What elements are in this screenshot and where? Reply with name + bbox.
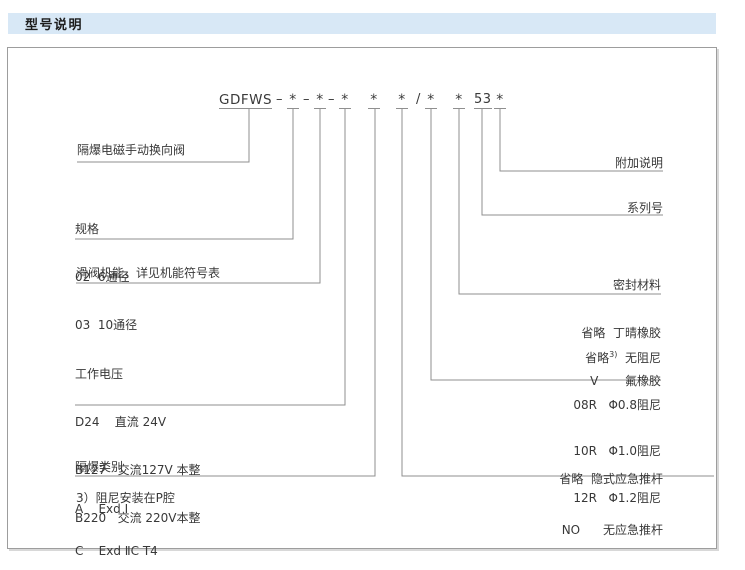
- label-series-no: 系列号: [626, 201, 663, 215]
- label-seal-item-1: 省略 丁晴橡胶: [581, 326, 661, 340]
- code-series-number: 53: [474, 92, 492, 109]
- label-damping-footnote-ref: 3): [609, 350, 618, 359]
- label-rod-block: 省略 隐式应急推杆 NO 无应急推杆: [559, 437, 663, 570]
- label-spec-item-2: 03 10通径: [75, 318, 138, 332]
- label-damping-block: 省略3) 无阻尼 08R Φ0.8阻尼 10R Φ1.0阻尼 12R Φ1.2阻…: [573, 316, 661, 537]
- label-exproof-item-2: C Exd ⅡC T4: [75, 544, 158, 558]
- label-seal-title: 密封材料: [612, 278, 661, 292]
- label-damping-title: 省略3) 无阻尼: [573, 347, 661, 367]
- label-voltage-item-1: D24 直流 24V: [75, 415, 167, 429]
- section-title: 型号说明: [25, 18, 84, 33]
- label-valve-name: 隔爆电磁手动换向阀: [77, 143, 186, 157]
- label-additional-note: 附加说明: [614, 156, 663, 170]
- code-star-3: *: [339, 92, 351, 109]
- label-rod-item-1: 省略 隐式应急推杆: [559, 472, 663, 486]
- code-slash: /: [416, 92, 421, 107]
- code-star-6: *: [425, 92, 437, 109]
- label-damping-item-1: 08R Φ0.8阻尼: [573, 397, 661, 412]
- label-damping-title-suffix: 无阻尼: [617, 351, 661, 365]
- label-spool-function: 滑阀机能，详见机能符号表: [76, 266, 221, 280]
- label-exproof-item-1: A Exd Ⅰ: [75, 502, 129, 516]
- label-voltage-block: 工作电压 D24 直流 24V B127 交流127V 本整 B220 交流 2…: [75, 334, 201, 558]
- code-star-8: *: [494, 92, 506, 109]
- label-exproof-block: 隔爆类别 A Exd Ⅰ C Exd ⅡC T4: [75, 432, 158, 570]
- code-star-7: *: [453, 92, 465, 109]
- code-star-2: *: [314, 92, 326, 109]
- label-footnote: 3）阻尼安装在P腔: [76, 491, 175, 505]
- label-seal-block: 密封材料 省略 丁晴橡胶 V 氟橡胶: [581, 245, 661, 421]
- label-voltage-item-2: B127 交流127V 本整: [75, 463, 201, 477]
- code-prefix: GDFWS: [219, 92, 273, 109]
- label-damping-title-text: 省略: [585, 351, 610, 365]
- code-star-5: *: [396, 92, 408, 109]
- code-dash-1: –: [276, 92, 283, 107]
- label-seal-item-2: V 氟橡胶: [590, 374, 661, 388]
- label-damping-item-3: 12R Φ1.2阻尼: [573, 490, 661, 505]
- section-header-bar: 型号说明: [8, 13, 716, 34]
- label-spec-title: 规格: [75, 222, 100, 236]
- label-voltage-item-3: B220 交流 220V本整: [75, 511, 201, 525]
- code-dash-2: –: [303, 92, 310, 107]
- label-damping-item-2: 10R Φ1.0阻尼: [573, 444, 661, 458]
- code-star-4: *: [368, 92, 380, 109]
- code-star-1: *: [287, 92, 299, 109]
- code-dash-3: –: [328, 92, 335, 107]
- label-spec-item-1: 02 6通径: [75, 270, 130, 284]
- label-voltage-title: 工作电压: [75, 367, 124, 381]
- label-rod-item-2: NO 无应急推杆: [561, 523, 663, 537]
- label-exproof-title: 隔爆类别: [75, 460, 124, 474]
- label-spec-block: 规格 02 6通径 03 10通径: [75, 189, 137, 365]
